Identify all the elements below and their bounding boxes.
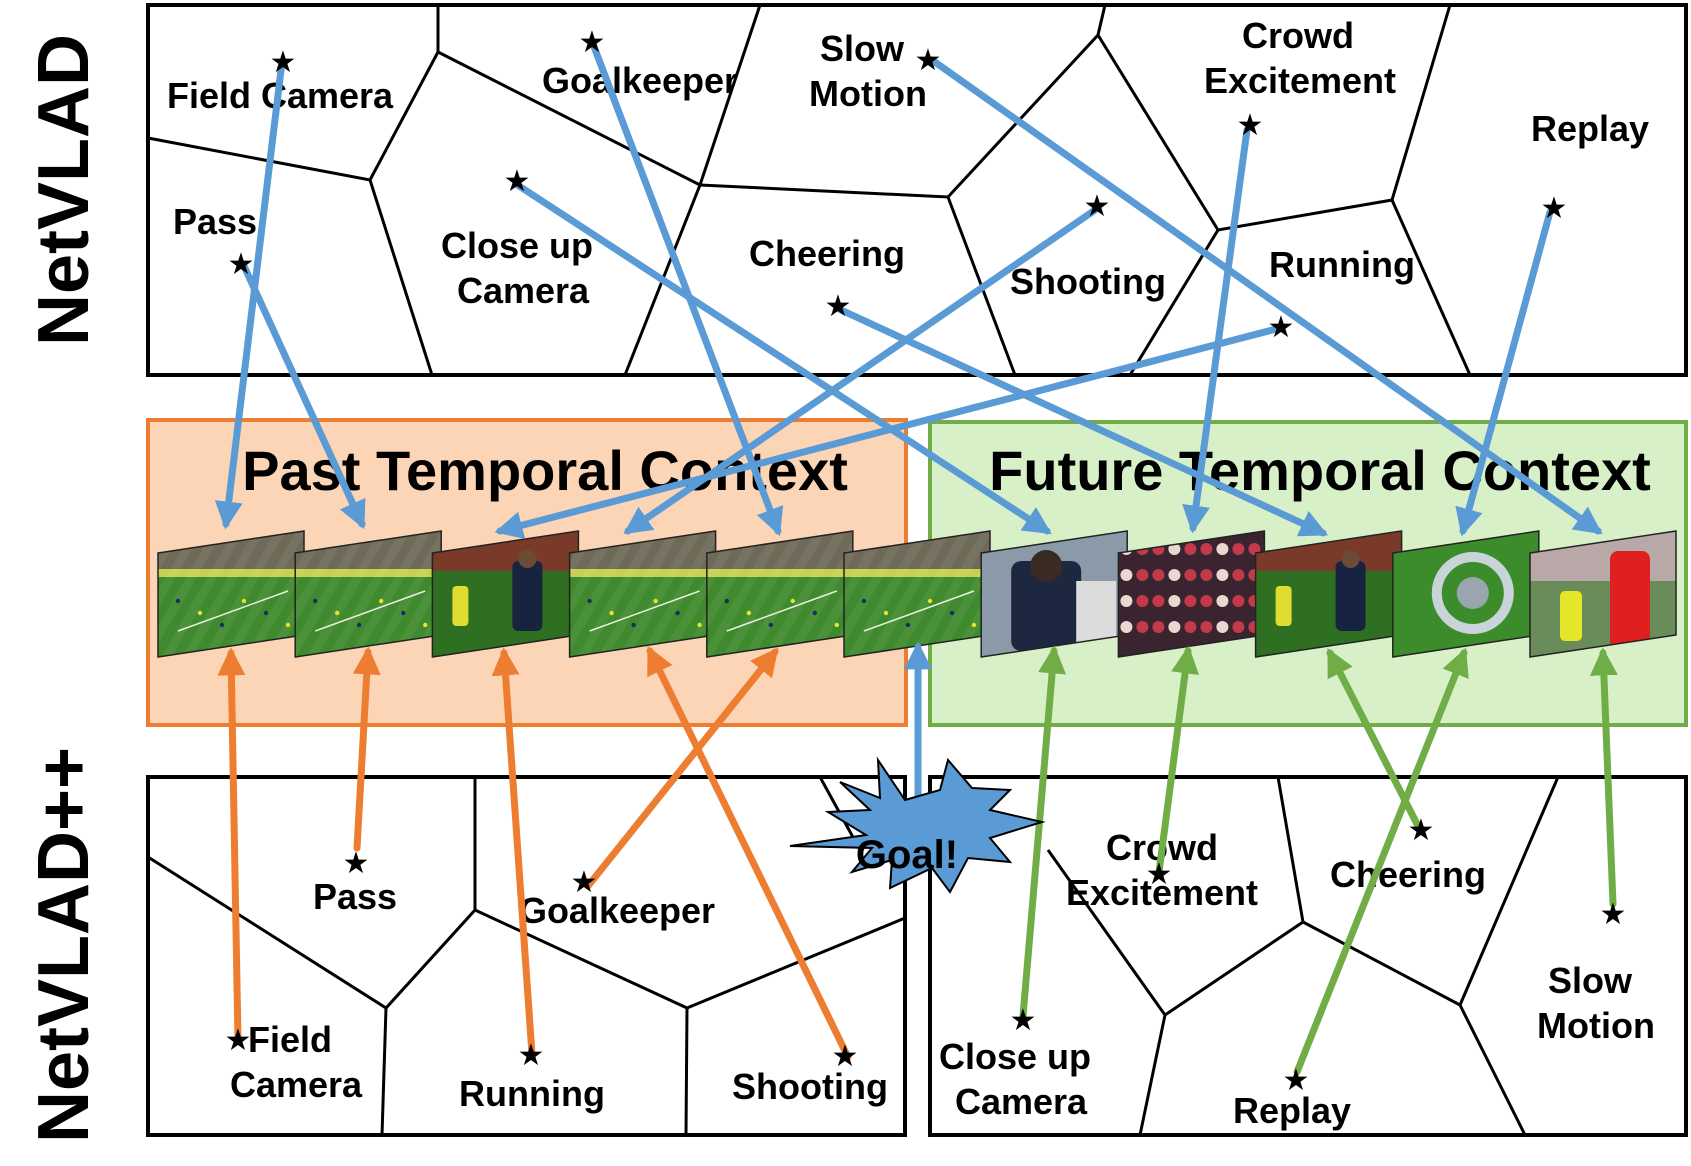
bottom-label-excitement: Excitement bbox=[1066, 872, 1258, 913]
arrow-goalkeeper bbox=[589, 40, 784, 537]
bottom-label-slow: Slow bbox=[1548, 960, 1633, 1001]
top-label-pass: Pass bbox=[173, 201, 257, 242]
bottom-label-camera: Camera bbox=[955, 1081, 1088, 1122]
top-label-motion: Motion bbox=[809, 73, 927, 114]
netvlad-plus-plus-future-box bbox=[928, 775, 1688, 1137]
top-label-replay: Replay bbox=[1531, 108, 1649, 149]
star-icon: ★ bbox=[832, 1039, 859, 1074]
star-icon: ★ bbox=[1283, 1063, 1310, 1098]
goal-burst: Goal! bbox=[789, 756, 1046, 894]
arrow-future-crowd bbox=[1155, 645, 1199, 876]
bottom-label-goalkeeper: Goalkeeper bbox=[519, 890, 715, 931]
arrow-shooting bbox=[623, 206, 1099, 535]
netvlad-plus-plus-label: NetVLAD++ bbox=[24, 747, 104, 1143]
bottom-label-field: Field bbox=[248, 1019, 332, 1060]
arrow-future-slow-motion bbox=[1589, 647, 1618, 908]
bottom-label-cheering: Cheering bbox=[1330, 854, 1486, 895]
star-icon: ★ bbox=[1010, 1003, 1037, 1038]
arrow-pass bbox=[240, 262, 366, 530]
video-frame bbox=[1392, 530, 1540, 658]
blue-arrows bbox=[214, 40, 1603, 822]
future-context-title: Future Temporal Context bbox=[989, 439, 1651, 502]
cluster-centers: ★ ★ ★ ★ ★ ★ ★ ★ ★ ★ ★ ★ ★ ★ ★ ★ ★ ★ ★ ★ bbox=[225, 25, 1627, 1098]
bottom-label-replay: Replay bbox=[1233, 1090, 1351, 1131]
star-icon: ★ bbox=[1237, 108, 1264, 143]
arrow-cheering bbox=[835, 305, 1329, 537]
video-frame bbox=[294, 530, 442, 658]
video-frame bbox=[1254, 530, 1403, 658]
arrow-past-field-camera bbox=[217, 647, 246, 1044]
video-frame bbox=[843, 530, 991, 658]
star-icon: ★ bbox=[1268, 310, 1295, 345]
star-icon: ★ bbox=[270, 45, 297, 80]
arrow-future-replay bbox=[1293, 647, 1469, 1076]
star-icon: ★ bbox=[1146, 857, 1173, 892]
top-label-cheering: Cheering bbox=[749, 233, 905, 274]
star-icon: ★ bbox=[518, 1038, 545, 1073]
top-label-running: Running bbox=[1269, 244, 1415, 285]
star-icon: ★ bbox=[825, 289, 852, 324]
star-icon: ★ bbox=[1541, 191, 1568, 226]
video-frame bbox=[568, 530, 717, 658]
netvlad-label: NetVLAD bbox=[24, 34, 104, 346]
bottom-label-pass: Pass bbox=[313, 876, 397, 917]
star-icon: ★ bbox=[225, 1023, 252, 1058]
arrow-replay bbox=[1455, 208, 1554, 537]
video-frame bbox=[1529, 530, 1677, 658]
arrow-crowd bbox=[1182, 126, 1251, 534]
star-icon: ★ bbox=[915, 43, 942, 78]
star-icon: ★ bbox=[343, 846, 370, 881]
video-frame bbox=[980, 530, 1128, 658]
top-label-camera: Camera bbox=[457, 270, 590, 311]
arrow-past-goalkeeper bbox=[584, 647, 779, 890]
arrow-future-close-up bbox=[1019, 645, 1067, 1020]
bottom-label-motion: Motion bbox=[1537, 1005, 1655, 1046]
video-frame bbox=[431, 530, 580, 658]
top-label-slow: Slow bbox=[820, 28, 905, 69]
bottom-label-running: Running bbox=[459, 1073, 605, 1114]
star-icon: ★ bbox=[571, 865, 598, 900]
bottom-label-close-up: Close up bbox=[939, 1036, 1091, 1077]
video-frame bbox=[706, 530, 854, 658]
arrow-past-running bbox=[491, 647, 536, 1058]
top-label-close-up: Close up bbox=[441, 225, 593, 266]
arrow-past-shooting bbox=[646, 645, 852, 1061]
top-label-excitement: Excitement bbox=[1204, 60, 1396, 101]
arrow-past-pass bbox=[352, 646, 381, 852]
green-arrows bbox=[1019, 645, 1618, 1076]
arrow-close-up bbox=[512, 180, 1052, 535]
star-icon: ★ bbox=[228, 247, 255, 282]
video-frame bbox=[1117, 530, 1266, 658]
star-icon: ★ bbox=[504, 164, 531, 199]
video-frames bbox=[157, 530, 1677, 658]
top-label-shooting: Shooting bbox=[1010, 261, 1166, 302]
goal-text: Goal! bbox=[856, 833, 958, 877]
bottom-label-shooting: Shooting bbox=[732, 1066, 888, 1107]
star-icon: ★ bbox=[1600, 897, 1627, 932]
top-label-crowd: Crowd bbox=[1242, 15, 1354, 56]
orange-arrows bbox=[217, 645, 852, 1061]
arrow-slow-motion bbox=[928, 56, 1603, 535]
video-frame bbox=[157, 530, 305, 658]
star-icon: ★ bbox=[1408, 813, 1435, 848]
top-label-goalkeeper: Goalkeeper bbox=[542, 60, 738, 101]
bottom-label-camera: Camera bbox=[230, 1064, 363, 1105]
star-icon: ★ bbox=[579, 25, 606, 60]
star-icon: ★ bbox=[1084, 189, 1111, 224]
netvlad-cluster-box bbox=[146, 3, 1688, 377]
